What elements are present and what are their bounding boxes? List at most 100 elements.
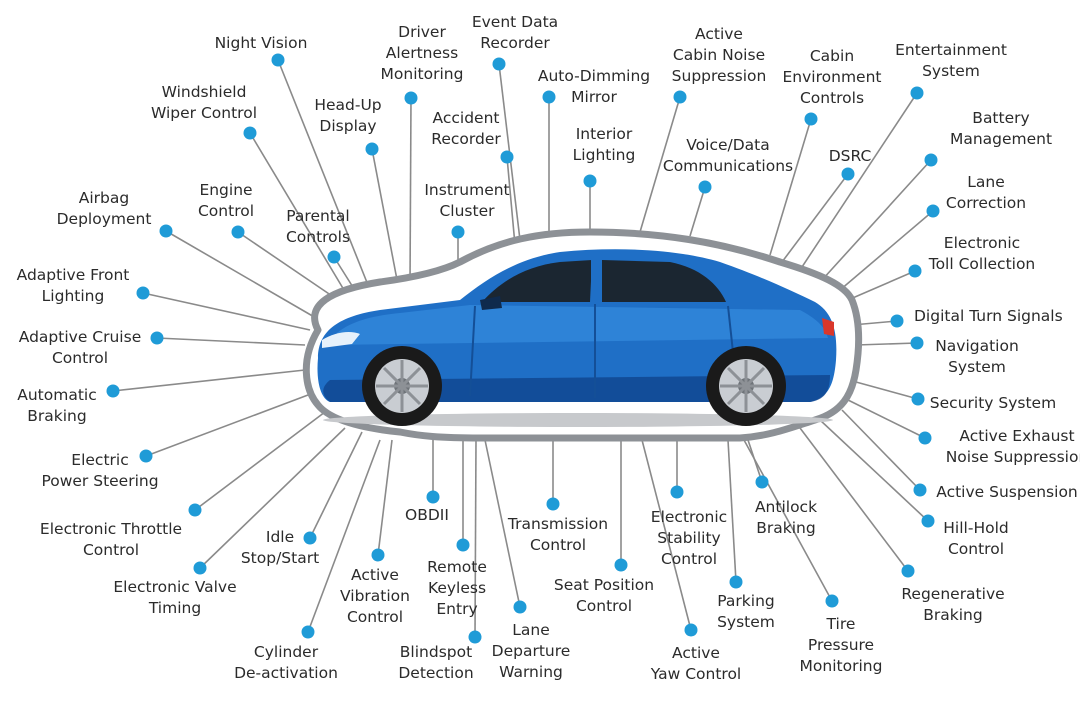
engine-control-label-line: Control bbox=[197, 202, 255, 220]
electric-power-steering-label-line: Power Steering bbox=[41, 472, 159, 490]
parental-controls-label-line: Controls bbox=[285, 228, 351, 246]
obdii-dot bbox=[426, 490, 440, 504]
electronic-toll-collection-label-line: Electronic bbox=[943, 234, 1021, 252]
regenerative-braking-label-line: Regenerative bbox=[901, 585, 1005, 603]
accident-recorder-leader-line bbox=[506, 156, 516, 246]
lane-correction-leader-line bbox=[839, 210, 934, 291]
active-vibration-control-leader-line bbox=[377, 439, 393, 556]
active-suspension-leader-line bbox=[841, 409, 921, 491]
adaptive-cruise-control-dot bbox=[150, 331, 164, 345]
remote-keyless-entry-label-line: Remote bbox=[427, 558, 487, 576]
night-vision-leader-line bbox=[277, 59, 371, 291]
auto-dimming-mirror-label-line: Mirror bbox=[571, 88, 617, 106]
lane-departure-warning-label-line: Lane bbox=[512, 621, 550, 639]
antilock-braking-dot bbox=[755, 475, 769, 489]
car-side-mirror bbox=[480, 296, 502, 310]
car-b-pillar bbox=[591, 258, 602, 304]
lane-correction-dot bbox=[926, 204, 940, 218]
electronic-valve-timing-label-line: Electronic Valve bbox=[113, 578, 237, 596]
parental-controls-label-line: Parental bbox=[286, 207, 350, 225]
cabin-environment-controls-label-line: Controls bbox=[799, 89, 865, 107]
seat-position-control-dot bbox=[614, 558, 628, 572]
idle-stop-start-dot bbox=[303, 531, 317, 545]
adaptive-front-lighting-leader-line bbox=[142, 292, 311, 331]
electric-power-steering-label-line: Electric bbox=[71, 451, 129, 469]
regenerative-braking-label-line: Braking bbox=[923, 606, 983, 624]
navigation-system-label-line: System bbox=[948, 358, 1006, 376]
voice-data-communications-label-line: Voice/Data bbox=[686, 136, 770, 154]
security-system-label-line: Security System bbox=[929, 394, 1057, 412]
obdii-label-line: OBDII bbox=[405, 506, 449, 524]
battery-management-leader-line bbox=[821, 159, 932, 281]
lane-departure-warning-leader-line bbox=[484, 439, 521, 608]
instrument-cluster-label-line: Instrument bbox=[424, 181, 510, 199]
lane-correction-label-line: Lane bbox=[967, 173, 1005, 191]
tire-pressure-monitoring-leader-line bbox=[743, 439, 833, 602]
electronic-throttle-control-dot bbox=[188, 503, 202, 517]
adaptive-front-lighting-dot bbox=[136, 286, 150, 300]
active-yaw-control-label-line: Yaw Control bbox=[650, 665, 742, 683]
electric-power-steering-leader-line bbox=[145, 394, 309, 457]
security-system-leader-line bbox=[855, 381, 919, 400]
head-up-display-leader-line bbox=[371, 148, 399, 286]
airbag-deployment-leader-line bbox=[165, 230, 317, 319]
active-cabin-noise-suppression-label-line: Active bbox=[695, 25, 743, 43]
night-vision-label-line: Night Vision bbox=[214, 34, 308, 52]
car-rocker-shade bbox=[323, 375, 830, 402]
obdii-label: OBDII bbox=[405, 505, 449, 526]
navigation-system-dot bbox=[910, 336, 924, 350]
remote-keyless-entry-label-line: Entry bbox=[436, 600, 478, 618]
hill-hold-control-label-line: Control bbox=[947, 540, 1005, 558]
electronic-stability-control-label-line: Control bbox=[660, 550, 718, 568]
hill-hold-control-leader-line bbox=[819, 419, 929, 522]
antilock-braking-label-line: Antilock bbox=[754, 498, 818, 516]
adaptive-cruise-control-leader-line bbox=[156, 337, 306, 346]
tire-pressure-monitoring-label-line: Pressure bbox=[807, 636, 875, 654]
lane-departure-warning-label-line: Departure bbox=[491, 642, 571, 660]
adaptive-cruise-control-label-line: Control bbox=[51, 349, 109, 367]
tire-pressure-monitoring-dot bbox=[825, 594, 839, 608]
airbag-deployment-label-line: Deployment bbox=[56, 210, 152, 228]
cylinder-deactivation-dot bbox=[301, 625, 315, 639]
windshield-wiper-control-leader-line bbox=[249, 132, 351, 301]
interior-lighting-label-line: Interior bbox=[575, 125, 633, 143]
antilock-braking-label-line: Braking bbox=[756, 519, 816, 537]
active-yaw-control-label-line: Active bbox=[672, 644, 720, 662]
electronic-toll-collection-label-line: Toll Collection bbox=[928, 255, 1036, 273]
automatic-braking-dot bbox=[106, 384, 120, 398]
digital-turn-signals-label-line: Digital Turn Signals bbox=[914, 307, 1063, 325]
hill-hold-control-label-line: Hill-Hold bbox=[943, 519, 1009, 537]
auto-dimming-mirror-dot bbox=[542, 90, 556, 104]
car-taillight bbox=[822, 318, 834, 336]
cylinder-deactivation-label-line: De-activation bbox=[234, 664, 338, 682]
active-cabin-noise-suppression-label-line: Suppression bbox=[671, 67, 767, 85]
parental-controls-dot bbox=[327, 250, 341, 264]
remote-keyless-entry-label-line: Keyless bbox=[427, 579, 487, 597]
active-suspension-label-line: Active Suspension bbox=[936, 483, 1078, 501]
electronic-stability-control-label-line: Electronic bbox=[650, 508, 728, 526]
cabin-environment-controls-label-line: Environment bbox=[782, 68, 882, 86]
electronic-toll-collection-dot bbox=[908, 264, 922, 278]
front-wheel bbox=[362, 346, 442, 426]
voice-data-communications-label-line: Communications bbox=[662, 157, 794, 175]
electronic-throttle-control-label-line: Electronic Throttle bbox=[39, 520, 183, 538]
